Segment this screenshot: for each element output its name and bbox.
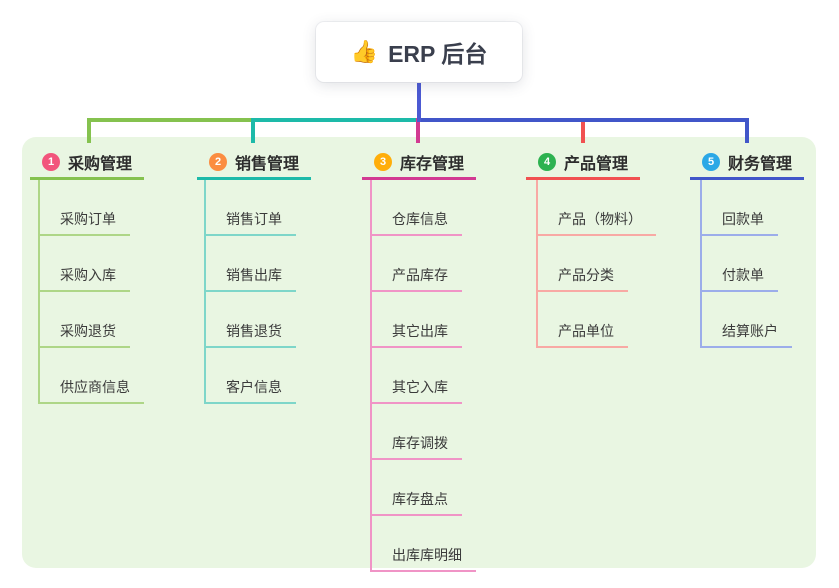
branch-product-connector (581, 118, 585, 143)
child-item[interactable]: 库存盘点 (372, 460, 462, 516)
child-item[interactable]: 客户信息 (206, 348, 296, 404)
branch-number-badge: 2 (209, 153, 227, 171)
child-item[interactable]: 结算账户 (702, 292, 792, 348)
branch-sales-connector (251, 118, 255, 143)
root-node[interactable]: 👍 ERP 后台 (316, 22, 522, 82)
branch-title-label: 采购管理 (68, 156, 133, 173)
branch-number-badge: 1 (42, 153, 60, 171)
thumbs-up-icon: 👍 (350, 39, 379, 64)
child-item[interactable]: 回款单 (702, 180, 778, 236)
child-item[interactable]: 销售出库 (206, 236, 296, 292)
branch-title-finance[interactable]: 5 财务管理 (690, 147, 805, 180)
branch-purchase-connector (87, 118, 91, 143)
branch-title-label: 产品管理 (564, 156, 629, 173)
branch-title-label: 库存管理 (400, 156, 465, 173)
branch-children: 回款单 付款单 结算账户 (700, 180, 792, 348)
branch-title-label: 销售管理 (235, 156, 300, 173)
branch-number-badge: 5 (702, 153, 720, 171)
child-item[interactable]: 销售退货 (206, 292, 296, 348)
child-item[interactable]: 产品（物料） (538, 180, 656, 236)
branch-title-label: 财务管理 (728, 156, 793, 173)
branch-children: 产品（物料） 产品分类 产品单位 (536, 180, 656, 348)
branch-title-product[interactable]: 4 产品管理 (526, 147, 641, 180)
child-item[interactable]: 库存调拨 (372, 404, 462, 460)
child-item[interactable]: 产品分类 (538, 236, 628, 292)
branch-sales-connector (251, 118, 421, 122)
branch-title-sales[interactable]: 2 销售管理 (197, 147, 312, 180)
branch-children: 销售订单 销售出库 销售退货 客户信息 (204, 180, 296, 404)
branch-inventory-connector (416, 118, 420, 143)
branch-number-badge: 3 (374, 153, 392, 171)
child-item[interactable]: 采购退货 (40, 292, 130, 348)
child-item[interactable]: 销售订单 (206, 180, 296, 236)
branch-title-purchase[interactable]: 1 采购管理 (30, 147, 145, 180)
child-item[interactable]: 产品单位 (538, 292, 628, 348)
root-connector (417, 82, 421, 122)
branch-finance-connector (745, 118, 749, 143)
root-node-label: ERP 后台 (388, 41, 488, 67)
child-item[interactable]: 出库库明细 (372, 516, 476, 572)
mindmap-canvas (22, 137, 816, 568)
branch-number-badge: 4 (538, 153, 556, 171)
child-item[interactable]: 产品库存 (372, 236, 462, 292)
branch-finance-connector (419, 118, 749, 122)
child-item[interactable]: 供应商信息 (40, 348, 144, 404)
child-item[interactable]: 付款单 (702, 236, 778, 292)
branch-title-inventory[interactable]: 3 库存管理 (362, 147, 477, 180)
child-item[interactable]: 其它入库 (372, 348, 462, 404)
child-item[interactable]: 其它出库 (372, 292, 462, 348)
child-item[interactable]: 仓库信息 (372, 180, 462, 236)
child-item[interactable]: 采购入库 (40, 236, 130, 292)
child-item[interactable]: 采购订单 (40, 180, 130, 236)
branch-children: 仓库信息 产品库存 其它出库 其它入库 库存调拨 库存盘点 出库库明细 (370, 180, 476, 572)
branch-children: 采购订单 采购入库 采购退货 供应商信息 (38, 180, 144, 404)
